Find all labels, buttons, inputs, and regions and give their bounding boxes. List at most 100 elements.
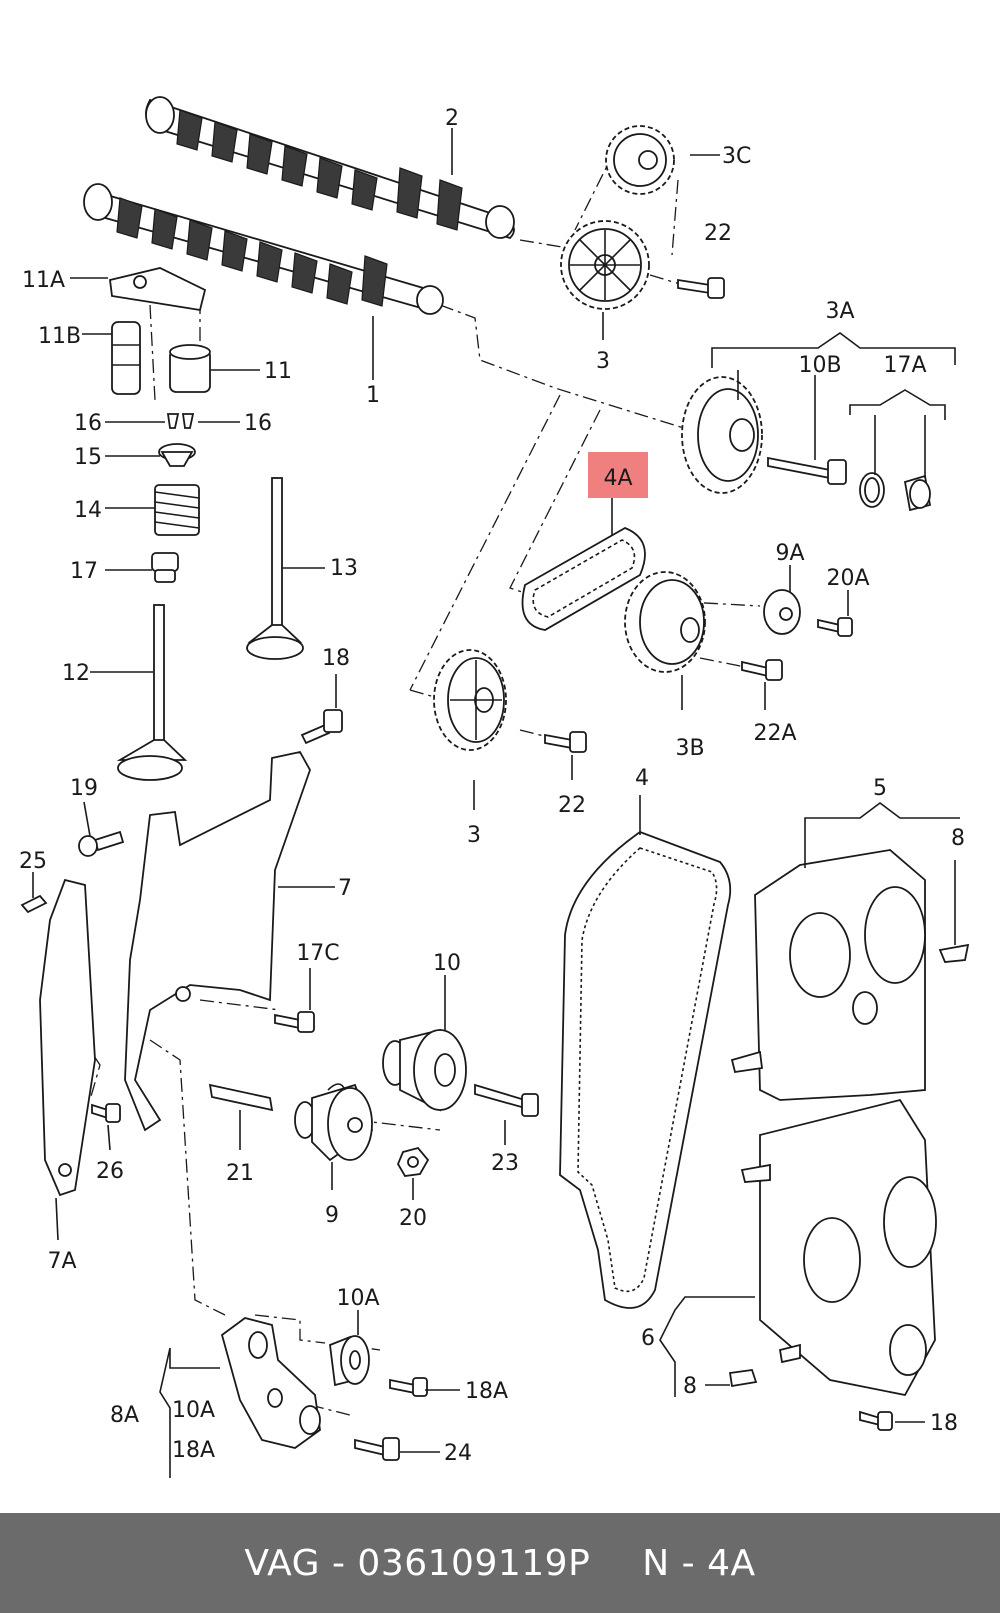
callout-2: 2 bbox=[445, 106, 459, 131]
lower-cover-6 bbox=[728, 1098, 937, 1397]
camshaft-lower bbox=[83, 183, 444, 315]
callout-7: 7 bbox=[338, 876, 352, 901]
inner-belt-4a bbox=[521, 527, 646, 631]
callout-8-upper: 8 bbox=[951, 826, 965, 851]
idler-roller-10a bbox=[329, 1335, 370, 1387]
callout-7a: 7A bbox=[47, 1249, 76, 1274]
callout-13: 13 bbox=[330, 556, 358, 581]
callout-17a: 17A bbox=[883, 353, 926, 378]
callout-18-lower: 18 bbox=[930, 1411, 958, 1436]
callout-22-lower: 22 bbox=[558, 793, 586, 818]
spring-retainer-15 bbox=[158, 443, 196, 467]
callout-26: 26 bbox=[96, 1159, 124, 1184]
callout-23: 23 bbox=[491, 1151, 519, 1176]
callout-3a: 3A bbox=[825, 299, 854, 324]
timing-belt-4 bbox=[559, 830, 732, 1309]
callout-3-lower: 3 bbox=[467, 823, 481, 848]
lash-adjuster-11b bbox=[111, 321, 141, 395]
sprocket-3-upper bbox=[560, 220, 650, 310]
callout-17c: 17C bbox=[296, 941, 339, 966]
sprocket-3a bbox=[681, 376, 763, 494]
callout-9a: 9A bbox=[775, 541, 804, 566]
highlight-box-4a bbox=[588, 452, 648, 498]
sprocket-3b bbox=[624, 571, 706, 673]
bolt-19 bbox=[78, 830, 125, 857]
valve-12 bbox=[116, 604, 188, 781]
bolt-18a bbox=[389, 1377, 428, 1397]
bolt-20a bbox=[817, 617, 853, 637]
sprocket-3-lower bbox=[433, 649, 507, 751]
callout-24: 24 bbox=[444, 1441, 472, 1466]
rocker-arm-11a bbox=[109, 267, 207, 312]
bolt-22-upper bbox=[677, 277, 725, 299]
callout-22a: 22A bbox=[753, 721, 796, 746]
bolt-23 bbox=[474, 1083, 539, 1117]
callout-15: 15 bbox=[74, 445, 102, 470]
callout-21: 21 bbox=[226, 1161, 254, 1186]
callout-16-right: 16 bbox=[244, 411, 272, 436]
camshaft-upper bbox=[145, 96, 515, 240]
bolt-18-lower bbox=[859, 1410, 893, 1431]
footer-bar: VAG - 036109119P N - 4A bbox=[0, 1513, 1000, 1613]
callout-20: 20 bbox=[399, 1206, 427, 1231]
bracket-8a bbox=[220, 1317, 321, 1449]
callout-25: 25 bbox=[19, 849, 47, 874]
bolt-18-mid bbox=[300, 709, 343, 745]
callout-1: 1 bbox=[366, 383, 380, 408]
cover-7a bbox=[39, 878, 96, 1197]
bolt-25 bbox=[20, 894, 48, 914]
rear-cover-7 bbox=[124, 750, 311, 1132]
callout-10a-upper: 10A bbox=[336, 1286, 379, 1311]
tensioner-9 bbox=[294, 1083, 374, 1162]
callout-11b: 11B bbox=[38, 324, 81, 349]
callout-10b: 10B bbox=[798, 353, 841, 378]
bolt-17c bbox=[274, 1011, 315, 1033]
callout-22-upper: 22 bbox=[704, 221, 732, 246]
callout-18-mid: 18 bbox=[322, 646, 350, 671]
callout-3b: 3B bbox=[675, 736, 704, 761]
callout-11a: 11A bbox=[22, 268, 65, 293]
callout-6: 6 bbox=[641, 1326, 655, 1351]
callout-14: 14 bbox=[74, 498, 102, 523]
callout-10a-lower: 10A bbox=[172, 1398, 215, 1423]
valve-keepers-16 bbox=[166, 413, 195, 429]
callout-3c: 3C bbox=[722, 144, 751, 169]
sprocket-3c bbox=[605, 125, 675, 195]
bolt-22a bbox=[741, 659, 783, 681]
callout-8-lower: 8 bbox=[683, 1374, 697, 1399]
bolt-26 bbox=[91, 1103, 121, 1123]
callout-19: 19 bbox=[70, 776, 98, 801]
bolt-24 bbox=[354, 1437, 400, 1461]
hydraulic-tappet-11 bbox=[169, 344, 211, 393]
exploded-parts-diagram: 2 1 3C 22 3 3A 10B 17A 4A 9A 20A 3B 22A … bbox=[19, 96, 970, 1478]
callout-8a: 8A bbox=[110, 1403, 139, 1428]
stud-21 bbox=[208, 1083, 274, 1112]
valve-stem-seal-17 bbox=[151, 552, 179, 583]
callout-4: 4 bbox=[635, 766, 649, 791]
leader-lines bbox=[32, 128, 960, 1478]
bolt-22-lower bbox=[544, 731, 587, 753]
callout-12: 12 bbox=[62, 661, 90, 686]
callout-5: 5 bbox=[873, 776, 887, 801]
callout-17: 17 bbox=[70, 559, 98, 584]
callout-11: 11 bbox=[264, 359, 292, 384]
callout-4a: 4A bbox=[603, 466, 632, 491]
upper-cover-5 bbox=[730, 849, 970, 1101]
tensioner-9a bbox=[763, 589, 801, 635]
callout-16-left: 16 bbox=[74, 411, 102, 436]
bolt-10b bbox=[767, 456, 847, 485]
callout-labels: 2 1 3C 22 3 3A 10B 17A 4A 9A 20A 3B 22A … bbox=[19, 106, 965, 1466]
valve-spring-14 bbox=[154, 484, 200, 536]
callout-3-upper: 3 bbox=[596, 349, 610, 374]
callout-18a: 18A bbox=[465, 1379, 508, 1404]
idler-roller-10 bbox=[382, 1028, 467, 1112]
callout-20a: 20A bbox=[826, 566, 869, 591]
part-number-label: VAG - 036109119P bbox=[244, 1542, 591, 1584]
position-label: N - 4A bbox=[642, 1542, 756, 1584]
callout-9: 9 bbox=[325, 1203, 339, 1228]
nut-20 bbox=[396, 1146, 430, 1177]
callout-10: 10 bbox=[433, 951, 461, 976]
seal-17a bbox=[859, 472, 932, 512]
valve-13 bbox=[246, 477, 304, 660]
